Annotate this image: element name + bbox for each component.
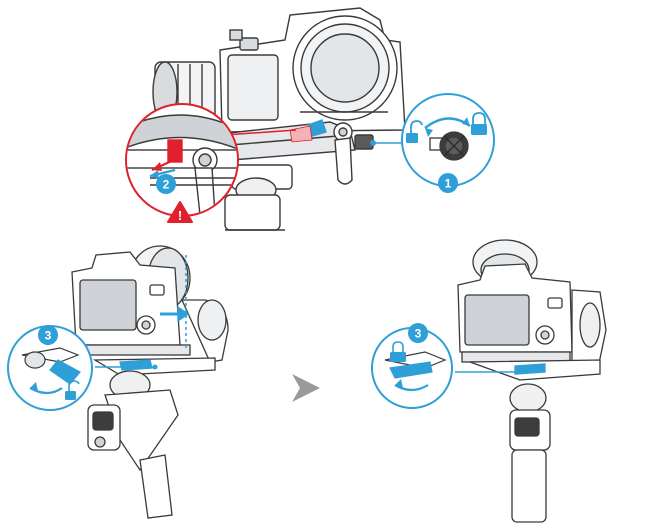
chevron-right-icon — [292, 374, 320, 402]
step-1-badge: 1 — [438, 173, 458, 193]
gimbal-arm-top — [224, 164, 293, 231]
lock-open-icon — [406, 120, 423, 143]
detail-callout-blue — [370, 93, 495, 187]
lock-closed-icon — [471, 112, 487, 135]
top-panel-camera-mount — [152, 7, 406, 231]
lock-open-icon — [65, 380, 80, 400]
step-3-number-right: 3 — [415, 327, 422, 341]
step-2-badge: 2 — [156, 174, 176, 194]
step-2-number: 2 — [163, 178, 170, 192]
bottom-right-gimbal — [457, 239, 607, 523]
bottom-left-gimbal — [71, 245, 229, 519]
step-3-number-left: 3 — [45, 329, 52, 343]
warning-triangle-icon: ! — [167, 201, 193, 223]
lock-closed-icon — [390, 341, 406, 362]
step-3-badge-left: 3 — [38, 325, 58, 345]
detail-callout-red — [125, 103, 297, 217]
camera-body-top — [219, 7, 406, 133]
detail-callout-right — [371, 327, 523, 409]
warning-mark: ! — [178, 208, 182, 223]
step-3-badge-right: 3 — [408, 323, 428, 343]
step-1-number: 1 — [445, 177, 452, 191]
